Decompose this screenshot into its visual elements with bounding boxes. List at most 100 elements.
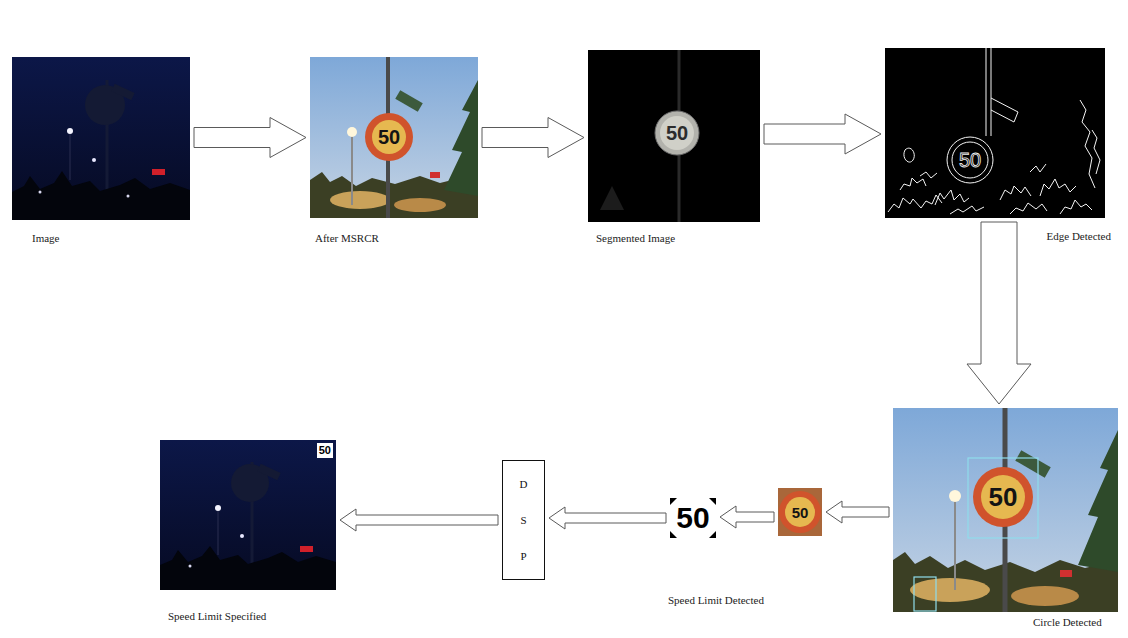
output-photo <box>189 565 192 568</box>
detection-photo <box>914 577 936 611</box>
segmented-photo <box>588 50 760 222</box>
block-arrow <box>482 118 584 158</box>
enhanced-photo <box>395 90 423 112</box>
detection-photo <box>1078 430 1118 572</box>
enhanced-photo <box>372 120 406 154</box>
edge-map <box>885 48 1105 218</box>
speed-tag: 50 <box>317 443 333 458</box>
edge-map <box>1000 186 1031 200</box>
edge-map <box>935 190 969 205</box>
edge-map <box>885 48 1105 218</box>
binary-digits <box>670 498 677 505</box>
segmented-photo <box>600 186 624 210</box>
edge-map <box>1080 100 1095 188</box>
night-photo <box>12 171 190 220</box>
enhanced-photo <box>430 172 440 178</box>
night-photo <box>12 57 190 220</box>
block-arrow <box>720 506 774 528</box>
output-photo <box>300 546 313 552</box>
night-photo <box>92 158 96 162</box>
detection-photo <box>893 408 1118 612</box>
segmented-photo <box>588 50 760 222</box>
image-panel: Segmented Image50 <box>588 50 760 222</box>
image-panel: Image <box>12 57 190 220</box>
caption: Segmented Image <box>596 232 675 245</box>
sign-digits: 50 <box>959 150 981 170</box>
edge-map <box>904 148 914 162</box>
edge-map <box>900 178 926 190</box>
night-photo <box>39 191 42 194</box>
cropped-sign <box>778 488 822 536</box>
enhanced-photo <box>365 113 413 161</box>
image-panel: Circle Detected50 <box>893 408 1118 612</box>
output-photo <box>215 505 221 511</box>
detection-photo <box>1060 570 1072 577</box>
binary-digits <box>670 498 716 538</box>
detection-photo <box>1011 586 1079 606</box>
block-arrow <box>967 222 1031 404</box>
segmented-photo <box>655 111 699 155</box>
sign-digits: 50 <box>989 484 1018 510</box>
caption: Speed Limit Detected <box>668 594 764 607</box>
caption: Speed Limit Specified <box>168 610 266 623</box>
edge-map <box>952 142 988 178</box>
image-panel: Speed Limit Specified50 <box>160 440 336 590</box>
edge-map <box>920 172 937 178</box>
edge-map <box>1010 203 1047 214</box>
cropped-sign <box>785 497 815 527</box>
binary-digits <box>670 531 677 538</box>
edge-map <box>991 48 992 136</box>
edge-map <box>947 137 993 183</box>
cropped-sign <box>778 488 822 536</box>
night-photo <box>127 195 130 198</box>
edge-map <box>1030 164 1046 172</box>
enhanced-photo <box>394 198 446 212</box>
edge-map <box>888 195 942 212</box>
enhanced-photo <box>310 57 478 218</box>
block-arrow <box>340 509 498 531</box>
caption: Circle Detected <box>1033 616 1102 629</box>
output-photo <box>240 534 244 538</box>
enhanced-photo <box>351 136 353 205</box>
sign-digits: 50 <box>792 505 809 520</box>
edge-map <box>950 206 984 214</box>
detection-photo <box>973 467 1033 527</box>
block-arrow <box>549 507 666 529</box>
crop-panel: 50 <box>778 488 822 536</box>
binary-digits <box>709 531 716 538</box>
process-label: D S P <box>518 466 529 574</box>
edge-map <box>1060 200 1092 214</box>
edge-map <box>986 48 987 136</box>
output-photo <box>160 440 336 590</box>
sign-digits: 50 <box>378 127 400 147</box>
enhanced-photo <box>347 127 357 137</box>
caption: After MSRCR <box>315 232 379 245</box>
cropped-sign <box>779 491 821 533</box>
night-photo <box>67 128 73 134</box>
caption: Edge Detected <box>1047 230 1111 243</box>
caption: Image <box>32 232 59 245</box>
enhanced-photo <box>310 57 478 218</box>
binary-digits <box>670 498 716 538</box>
detection-photo <box>910 578 990 602</box>
speed-digits: 50 <box>676 503 709 533</box>
output-photo <box>257 464 280 481</box>
night-photo <box>70 134 71 180</box>
output-photo <box>160 546 336 590</box>
segmented-photo <box>660 116 694 150</box>
enhanced-photo <box>444 80 478 196</box>
detection-photo <box>949 490 961 502</box>
detection-photo <box>954 500 956 590</box>
block-arrow <box>194 118 306 158</box>
enhanced-photo <box>330 191 390 209</box>
sign-digits: 50 <box>666 123 688 143</box>
night-photo <box>111 84 134 101</box>
image-panel: After MSRCR50 <box>310 57 478 218</box>
night-photo <box>12 57 190 220</box>
image-panel: Edge Detected50 <box>885 48 1105 218</box>
output-photo <box>160 440 336 590</box>
detection-photo <box>968 458 1038 538</box>
